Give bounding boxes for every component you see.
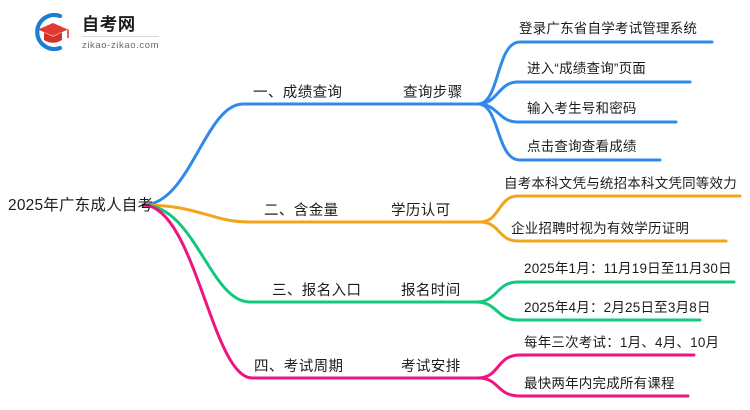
branch-4-to-leaf-1-wire bbox=[476, 353, 696, 380]
leaf-score-inquiry-4[interactable]: 点击查询查看成绩 bbox=[527, 139, 637, 154]
leaf-registration-entry-2[interactable]: 2025年4月：2月25日至3月8日 bbox=[524, 300, 711, 315]
sub-label-score-inquiry[interactable]: 查询步骤 bbox=[403, 85, 463, 101]
leaf-score-inquiry-1[interactable]: 登录广东省自学考试管理系统 bbox=[519, 21, 698, 36]
sub-label-registration-entry[interactable]: 报名时间 bbox=[401, 283, 461, 299]
logo-name-cn: 自考网 bbox=[82, 15, 160, 37]
root-to-branch-1-wire bbox=[141, 102, 480, 207]
leaf-exam-cycle-2[interactable]: 最快两年内完成所有课程 bbox=[524, 376, 675, 391]
leaf-gold-content-2[interactable]: 企业招聘时视为有效学历证明 bbox=[511, 221, 690, 236]
leaf-score-inquiry-2[interactable]: 进入“成绩查询”页面 bbox=[527, 61, 646, 76]
leaf-exam-cycle-1[interactable]: 每年三次考试：1月、4月、10月 bbox=[524, 335, 720, 350]
branch-label-registration-entry[interactable]: 三、报名入口 bbox=[272, 283, 362, 299]
leaf-score-inquiry-3[interactable]: 输入考生号和密码 bbox=[527, 101, 637, 116]
logo-name-en: zikao-zikao.com bbox=[82, 39, 160, 51]
sub-label-exam-cycle[interactable]: 考试安排 bbox=[401, 359, 461, 375]
branch-label-score-inquiry[interactable]: 一、成绩查询 bbox=[253, 85, 343, 101]
logo-text: 自考网 zikao-zikao.com bbox=[82, 13, 160, 52]
branch-label-exam-cycle[interactable]: 四、考试周期 bbox=[254, 359, 344, 375]
branch-label-gold-content[interactable]: 二、含金量 bbox=[264, 203, 339, 219]
sub-label-gold-content[interactable]: 学历认可 bbox=[391, 203, 451, 219]
branch-2-to-leaf-1-wire bbox=[478, 194, 742, 224]
site-logo: 自考网 zikao-zikao.com bbox=[30, 8, 220, 56]
root-node-label[interactable]: 2025年广东成人自考 bbox=[8, 197, 154, 214]
leaf-gold-content-1[interactable]: 自考本科文凭与统招本科文凭同等效力 bbox=[504, 176, 737, 191]
leaf-registration-entry-1[interactable]: 2025年1月：11月19日至11月30日 bbox=[524, 261, 732, 276]
graduation-cap-in-circle-icon bbox=[30, 9, 76, 55]
branch-3-to-leaf-1-wire bbox=[474, 280, 736, 304]
